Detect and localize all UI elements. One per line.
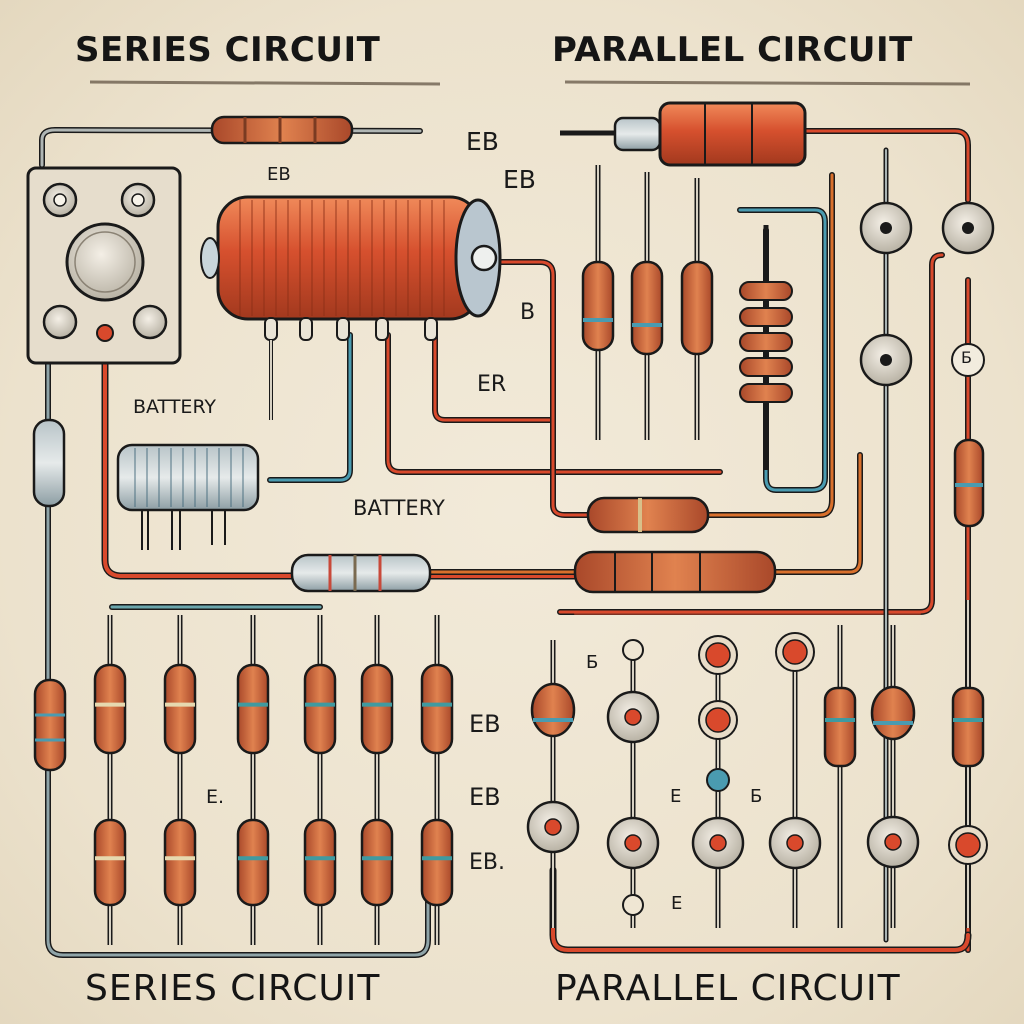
parallel-small-ring bbox=[622, 894, 644, 916]
top-right-coil-resistor bbox=[560, 101, 807, 167]
copper-resistor-mid bbox=[586, 496, 710, 534]
series-resistor bbox=[236, 663, 270, 755]
parallel-disc-center bbox=[786, 834, 804, 852]
series-resistor bbox=[303, 663, 337, 755]
parallel-disc-center bbox=[544, 818, 562, 836]
series-resistor bbox=[360, 663, 394, 755]
series-column bbox=[360, 615, 394, 945]
parallel-column bbox=[866, 625, 920, 928]
label-eb-1: EB bbox=[466, 127, 499, 156]
label-series-eb-2: EB bbox=[469, 783, 501, 811]
title-parallel-top: PARALLEL CIRCUIT bbox=[552, 30, 913, 70]
series-resistor bbox=[93, 818, 127, 907]
small-coil bbox=[116, 443, 260, 550]
top-resistor bbox=[210, 115, 354, 145]
series-resistor-columns bbox=[93, 615, 454, 945]
series-resistor-bank bbox=[33, 678, 67, 772]
parallel-disc-center bbox=[624, 708, 642, 726]
parallel-bead bbox=[870, 685, 916, 741]
parallel-column bbox=[823, 625, 857, 928]
copper-resistor-chain bbox=[573, 550, 777, 594]
parallel-resistor bbox=[823, 686, 857, 768]
parallel-column bbox=[691, 635, 745, 928]
series-column bbox=[236, 615, 270, 945]
left-capsule bbox=[32, 418, 66, 508]
title-series-top: SERIES CIRCUIT bbox=[75, 30, 381, 70]
parallel-disc-center bbox=[884, 833, 902, 851]
label-par-b-1: Б bbox=[586, 652, 599, 673]
right-disc-components bbox=[859, 201, 995, 528]
label-b-1: B bbox=[520, 300, 536, 325]
parallel-column bbox=[948, 600, 988, 928]
label-par-b-circle: Б bbox=[961, 348, 972, 367]
parallel-dot bbox=[705, 707, 731, 733]
series-column bbox=[420, 615, 454, 945]
switch-box bbox=[26, 166, 182, 365]
stacked-plates bbox=[739, 225, 793, 470]
parallel-disc-center bbox=[709, 834, 727, 852]
series-resistor bbox=[420, 818, 454, 907]
label-eb-2: EB bbox=[503, 165, 536, 194]
label-series-e: E. bbox=[206, 786, 225, 808]
parallel-dot bbox=[955, 832, 981, 858]
series-resistor bbox=[163, 818, 197, 907]
series-column bbox=[303, 615, 337, 945]
wires bbox=[39, 127, 972, 958]
series-resistor bbox=[93, 663, 127, 755]
parallel-resistor bbox=[951, 686, 985, 768]
parallel-dot bbox=[705, 642, 731, 668]
label-series-er: EB. bbox=[469, 850, 505, 875]
series-column bbox=[163, 615, 197, 945]
parallel-column bbox=[526, 640, 580, 928]
title-parallel-bottom: PARALLEL CIRCUIT bbox=[555, 968, 901, 1009]
grey-resistor bbox=[290, 553, 432, 593]
parallel-bead bbox=[530, 682, 576, 738]
title-underlines bbox=[89, 80, 971, 86]
series-column bbox=[93, 615, 127, 945]
series-resistor bbox=[360, 818, 394, 907]
label-series-eb-1: EB bbox=[469, 710, 501, 738]
series-resistor bbox=[163, 663, 197, 755]
label-er-1: ER bbox=[477, 372, 507, 397]
label-battery-top: BATTERY bbox=[133, 396, 217, 418]
series-resistor bbox=[420, 663, 454, 755]
series-resistor bbox=[236, 818, 270, 907]
label-battery-mid: BATTERY bbox=[353, 496, 445, 520]
label-par-e-1: E bbox=[670, 786, 682, 807]
parallel-column bbox=[768, 632, 822, 928]
parallel-dot bbox=[782, 639, 808, 665]
parallel-small-ring bbox=[622, 639, 644, 661]
parallel-teal-dot bbox=[706, 768, 730, 792]
parallel-component-columns bbox=[526, 600, 988, 928]
label-par-b-2: Б bbox=[750, 786, 763, 807]
label-coil: EB bbox=[267, 164, 291, 185]
title-series-bottom: SERIES CIRCUIT bbox=[85, 968, 381, 1009]
parallel-disc-center bbox=[624, 834, 642, 852]
label-par-e-2: E bbox=[671, 893, 683, 914]
series-resistor bbox=[303, 818, 337, 907]
vertical-resistors-top bbox=[581, 165, 714, 440]
parallel-column bbox=[606, 639, 660, 928]
copper-coil bbox=[200, 195, 502, 420]
